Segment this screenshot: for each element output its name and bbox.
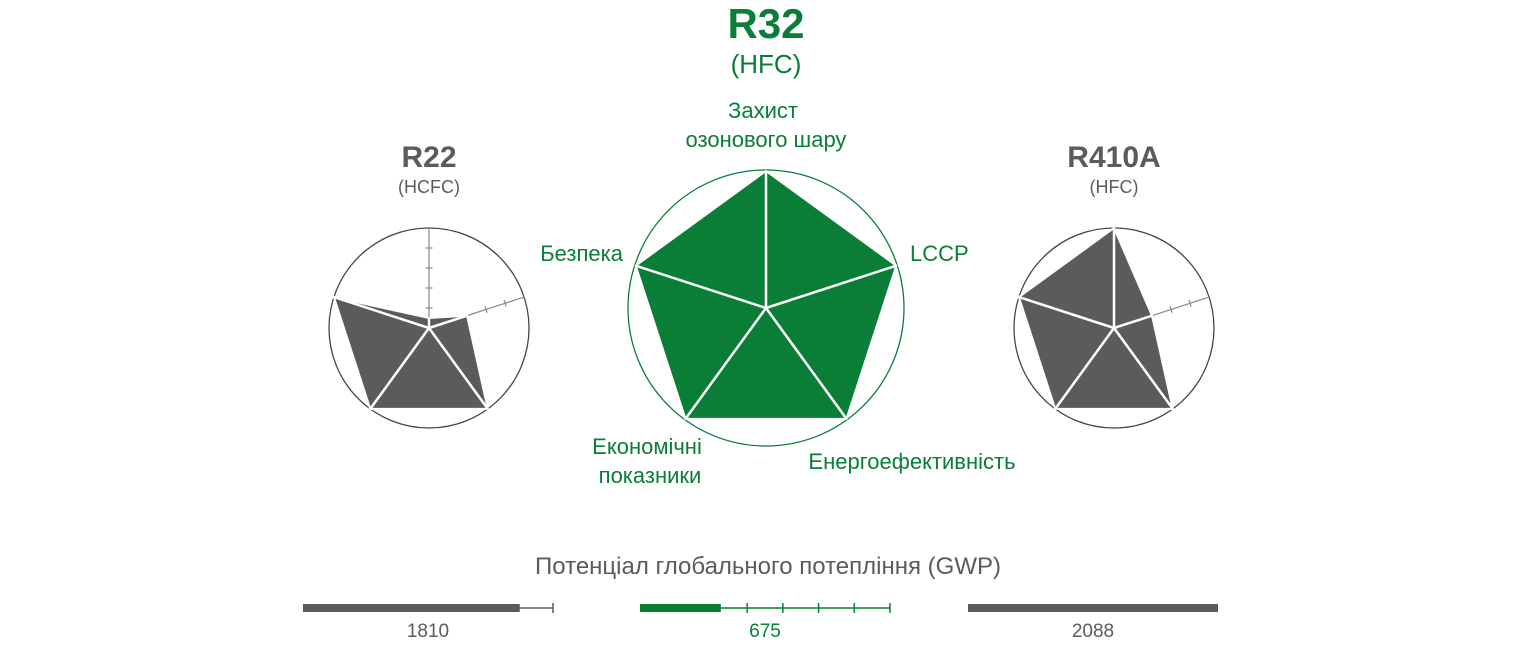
radar-chart-r410a xyxy=(1013,226,1215,429)
axis-label-ozone-line2: озонового шару xyxy=(686,127,847,152)
r32-spoke xyxy=(635,264,767,310)
r410a-spoke xyxy=(1054,327,1116,410)
gwp-3-label: 2088 xyxy=(1072,621,1114,642)
gwp-title: Потенціал глобального потепління (GWP) xyxy=(535,553,1001,580)
gwp-1-label: 1810 xyxy=(407,621,449,642)
r22-title: R22 xyxy=(401,141,456,174)
axis-label-econ-line1: Економічні xyxy=(592,434,702,459)
r22-spoke xyxy=(428,314,468,330)
r22-subtitle: (HCFC) xyxy=(398,177,460,197)
radar-chart-r22 xyxy=(328,227,530,429)
r22-spoke xyxy=(427,327,489,410)
gwp-bar-group: 1810 675 2088 xyxy=(303,603,1218,642)
r22-spoke xyxy=(369,327,431,410)
r410a-subtitle: (HFC) xyxy=(1090,177,1139,197)
r410a-spoke xyxy=(1112,327,1174,410)
axis-label-lccp: LCCP xyxy=(910,241,969,266)
r22-axis-tick xyxy=(484,305,488,313)
gwp-3-bar xyxy=(968,604,1218,612)
axis-label-econ-line2: показники xyxy=(599,463,702,488)
r410a-spoke xyxy=(1113,314,1153,330)
r32-subtitle: (HFC) xyxy=(731,49,802,79)
axis-label-safety: Безпека xyxy=(540,241,624,266)
r410a-title: R410A xyxy=(1067,141,1160,174)
r32-spoke xyxy=(764,307,848,420)
r22-axis-tick xyxy=(503,299,507,307)
axis-label-energy: Енергоефективність xyxy=(808,449,1015,474)
r410a-spoke xyxy=(1018,295,1115,330)
r32-title: R32 xyxy=(727,0,804,47)
gwp-2-bar xyxy=(640,604,721,612)
r22-spoke xyxy=(333,295,430,330)
r32-spoke xyxy=(765,264,897,310)
r32-spoke xyxy=(684,307,768,420)
gwp-2-label: 675 xyxy=(749,621,781,642)
r410a-axis-tick xyxy=(1188,299,1192,307)
r410a-data-polygon xyxy=(1017,226,1175,410)
gwp-1-bar xyxy=(303,604,520,612)
r410a-axis-tick xyxy=(1169,305,1173,313)
axis-label-ozone-line1: Захист xyxy=(728,98,798,123)
radar-chart-r32 xyxy=(627,169,905,447)
